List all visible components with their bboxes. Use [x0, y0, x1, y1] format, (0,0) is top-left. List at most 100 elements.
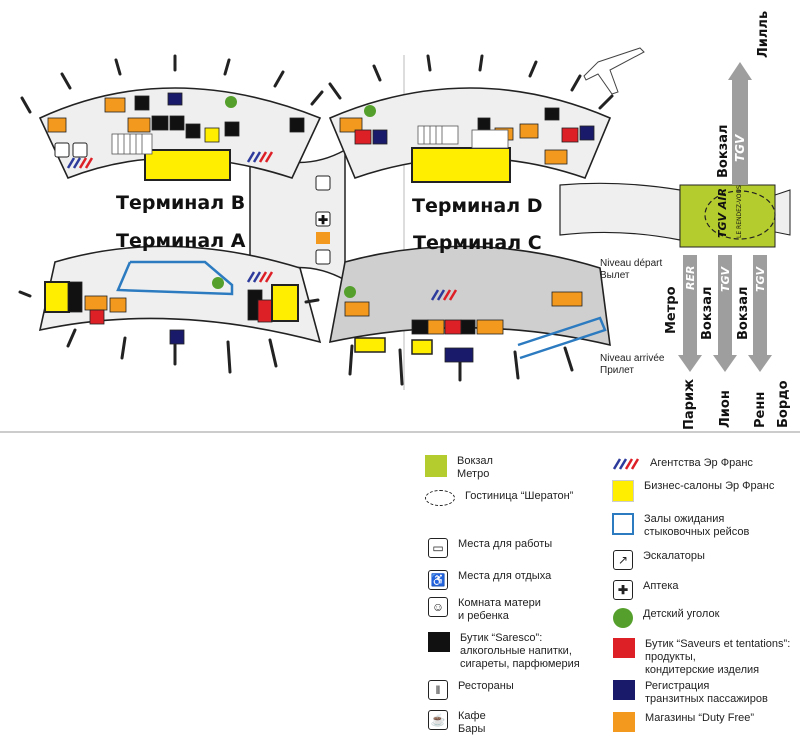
- legend-hotel-text: Гостиница “Шератон”: [465, 490, 574, 502]
- duty-free-swatch-icon: [613, 712, 635, 732]
- airplane-icon: [583, 47, 645, 95]
- terminal-a-transfer-lounge: [116, 260, 234, 296]
- escalator-stairs-b: [111, 133, 153, 155]
- terminal-c-label: Терминал C: [413, 232, 542, 254]
- legend-transfer-lounge: Залы ожидания стыковочных рейсов: [612, 513, 749, 539]
- terminal-b-air-france-2: [246, 151, 274, 163]
- terminal-b-gates: [20, 54, 324, 114]
- kids-area-icon: [613, 608, 633, 628]
- escalator-icon: ↗: [613, 550, 633, 570]
- legend-duty-free: Магазины “Duty Free”: [613, 712, 754, 732]
- lyon-tgv-badge: TGV: [719, 266, 732, 292]
- legend-mother-child-text: Комната матери и ребенка: [458, 597, 541, 622]
- rennes-tgv-badge: TGV: [754, 266, 767, 292]
- paris-arrow-icon: [678, 355, 702, 372]
- legend-workspace-text: Места для работы: [458, 538, 553, 550]
- legend-saresco: Бутик “Saresco”: алкогольные напитки, си…: [428, 632, 580, 671]
- hotel-oval-icon: [425, 490, 455, 506]
- legend-mother-child: ☺ Комната матери и ребенка: [428, 597, 541, 623]
- lyon-city-label: Лион: [718, 390, 733, 428]
- legend-duty-free-text: Магазины “Duty Free”: [645, 712, 755, 724]
- paris-city-label: Париж: [682, 378, 697, 430]
- saveurs-swatch-icon: [613, 638, 635, 658]
- departure-level-label: Niveau départ Вылет: [600, 258, 663, 281]
- kids-area-a: [212, 277, 224, 289]
- legend-saveurs: Бутик “Saveurs et tentations”: продукты,…: [613, 638, 790, 677]
- kids-area-b: [225, 96, 237, 108]
- rennes-arrow-icon: [748, 355, 772, 372]
- lille-station-label: Вокзал: [716, 124, 731, 178]
- tgv-air-station: [679, 184, 776, 248]
- lille-tgv-badge: TGV: [733, 134, 747, 162]
- terminal-c-building: [328, 245, 611, 347]
- legend-air-france-agency-text: Агентства Эр Франс: [650, 457, 753, 469]
- connector-to-station-right: [774, 189, 791, 236]
- legend-saresco-text: Бутик “Saresco”: алкогольные напитки, си…: [460, 632, 580, 670]
- sheraton-hotel-oval: [704, 190, 776, 240]
- legend-station-text: Вокзал Метро: [457, 455, 493, 480]
- paris-rer-badge: RER: [684, 265, 697, 290]
- legend-escalator-text: Эскалаторы: [643, 550, 705, 562]
- restaurant-icon: ǁ: [428, 680, 448, 700]
- terminal-b-air-france: [66, 157, 94, 169]
- bordeaux-city-label: Бордо: [776, 380, 791, 428]
- legend-restaurant-text: Рестораны: [458, 680, 514, 692]
- escalator-stairs-d: [417, 125, 509, 149]
- terminal-c-gates: [304, 298, 574, 386]
- legend-cafe-text: Кафе Бары: [458, 710, 486, 735]
- legend-rest: ♿ Места для отдыха: [428, 570, 551, 590]
- rest-seat-icon: ♿: [428, 570, 448, 590]
- central-pharmacy-cross: ✚: [318, 213, 328, 227]
- station-swatch-icon: [425, 455, 447, 477]
- legend-transfer-lounge-text: Залы ожидания стыковочных рейсов: [644, 513, 750, 538]
- terminal-b-label: Терминал B: [116, 192, 246, 214]
- saresco-swatch-icon: [428, 632, 450, 652]
- lyon-route-bar: [718, 255, 732, 355]
- cafe-icon: ☕: [428, 710, 448, 730]
- lyon-mode-label: Вокзал: [700, 286, 715, 340]
- legend-cafe: ☕ Кафе Бары: [428, 710, 486, 736]
- paris-route-bar: [683, 255, 697, 355]
- lille-city-label: Лилль: [756, 10, 771, 58]
- arrival-level-label: Niveau arrivée Прилет: [600, 353, 665, 376]
- pharmacy-icon: ✚: [613, 580, 633, 600]
- central-escalator-icon: [315, 175, 331, 191]
- legend-hotel: Гостиница “Шератон”: [425, 490, 573, 506]
- transfer-lounge-icon: [612, 513, 634, 535]
- rennes-city-label: Ренн: [753, 391, 768, 428]
- terminal-b-restaurant: [54, 142, 70, 158]
- legend-kids-area-text: Детский уголок: [643, 608, 720, 620]
- legend-transit-registration: Регистрация транзитных пассажиров: [613, 680, 768, 706]
- terminal-a-air-france: [246, 271, 274, 283]
- lyon-arrow-icon: [713, 355, 737, 372]
- central-pharmacy-icon: [315, 211, 331, 227]
- tgv-air-label: TGV AIR: [716, 188, 729, 238]
- legend-escalator: ↗ Эскалаторы: [613, 550, 705, 570]
- legend-business-lounge-text: Бизнес-салоны Эр Франс: [644, 480, 775, 492]
- legend-station: Вокзал Метро: [425, 455, 493, 481]
- tgv-air-sub-label: LE RENDEZ-VOUS: [736, 185, 743, 238]
- paris-mode-label: Метро: [664, 286, 679, 334]
- kids-area-d: [364, 105, 376, 117]
- business-lounge-swatch-icon: [612, 480, 634, 502]
- lille-route-bar: [732, 80, 748, 185]
- legend-saveurs-text: Бутик “Saveurs et tentations”: продукты,…: [645, 638, 791, 676]
- legend-workspace: ▭ Места для работы: [428, 538, 552, 558]
- legend-restaurant: ǁ Рестораны: [428, 680, 514, 700]
- terminal-c-air-france: [430, 289, 458, 301]
- rennes-mode-label: Вокзал: [736, 286, 751, 340]
- terminal-d-gates: [328, 54, 614, 110]
- terminal-b-cafe: [72, 142, 88, 158]
- central-duty-free: [316, 232, 330, 244]
- rennes-route-bar: [753, 255, 767, 355]
- legend-air-france-agency: Агентства Эр Франс: [612, 457, 753, 471]
- lille-arrow-icon: [728, 62, 752, 80]
- terminal-c-transfer-lounge: [517, 316, 607, 360]
- terminal-d-label: Терминал D: [412, 195, 543, 217]
- transit-registration-swatch-icon: [613, 680, 635, 700]
- legend-transit-registration-text: Регистрация транзитных пассажиров: [645, 680, 768, 705]
- terminal-b-shops: [47, 92, 305, 181]
- legend-rest-text: Места для отдыха: [458, 570, 552, 582]
- legend-pharmacy-text: Аптека: [643, 580, 679, 592]
- workspace-icon: ▭: [428, 538, 448, 558]
